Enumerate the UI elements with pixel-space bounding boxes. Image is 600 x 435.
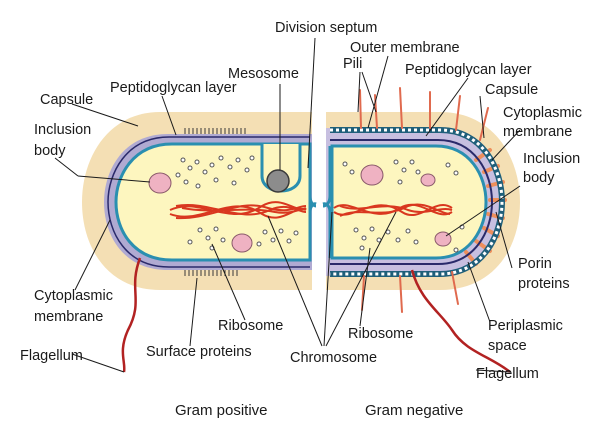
label-chromosome: Chromosome: [290, 350, 377, 366]
label-ribosome-left: Ribosome: [218, 318, 283, 334]
label-cytoplasmic-membrane-right: Cytoplasmic membrane: [503, 105, 586, 140]
peptidoglycan-line-gram-positive: [107, 136, 310, 268]
inclusion-body-right-1: [360, 164, 384, 186]
caption-gram-positive: Gram positive: [175, 402, 268, 419]
flagellum-right: [410, 269, 511, 373]
gram-positive-cell: [82, 112, 313, 290]
label-porin-proteins: Porin proteins: [518, 256, 570, 292]
labels: Division septum Outer membrane Pili Meso…: [20, 20, 586, 382]
surface-proteins-top: [184, 128, 246, 134]
label-inclusion-body-right: Inclusion body: [523, 151, 584, 186]
caption-gram-negative: Gram negative: [365, 402, 463, 419]
division-septum: [308, 108, 332, 294]
label-periplasmic-space: Periplasmic space: [488, 318, 567, 354]
ribosomes-gram-positive: [175, 155, 299, 251]
gram-negative-cell: [324, 87, 520, 313]
label-division-septum: Division septum: [275, 20, 377, 36]
label-cytoplasmic-membrane-left: Cytoplasmic membrane: [34, 288, 117, 325]
peptidoglycan-gram-negative: [330, 139, 494, 265]
pointer-lines: [54, 37, 521, 373]
label-surface-proteins: Surface proteins: [146, 344, 252, 360]
outer-membrane-beads: [330, 128, 504, 276]
label-flagellum-right: Flagellum: [476, 366, 539, 382]
label-peptidoglycan-layer-right: Peptidoglycan layer: [405, 62, 532, 78]
label-ribosome-right: Ribosome: [348, 326, 413, 342]
label-capsule-left: Capsule: [40, 92, 93, 108]
inclusion-body-right-2: [420, 173, 436, 187]
mesosome-core: [266, 169, 290, 193]
inclusion-body-left-1: [148, 172, 172, 194]
cytoplasm-gram-negative: [330, 144, 488, 260]
inclusion-body-left-2: [231, 233, 253, 253]
label-capsule-right: Capsule: [485, 82, 538, 98]
ribosomes-gram-negative: [342, 159, 465, 253]
label-peptidoglycan-layer-left: Peptidoglycan layer: [110, 80, 237, 96]
label-inclusion-body-left: Inclusion body: [34, 122, 95, 159]
chromosome: [169, 201, 453, 220]
flagellum-left: [121, 257, 142, 373]
label-pili: Pili: [343, 56, 362, 72]
label-outer-membrane: Outer membrane: [350, 40, 460, 56]
label-mesosome: Mesosome: [228, 66, 299, 82]
label-flagellum-left: Flagellum: [20, 348, 83, 364]
